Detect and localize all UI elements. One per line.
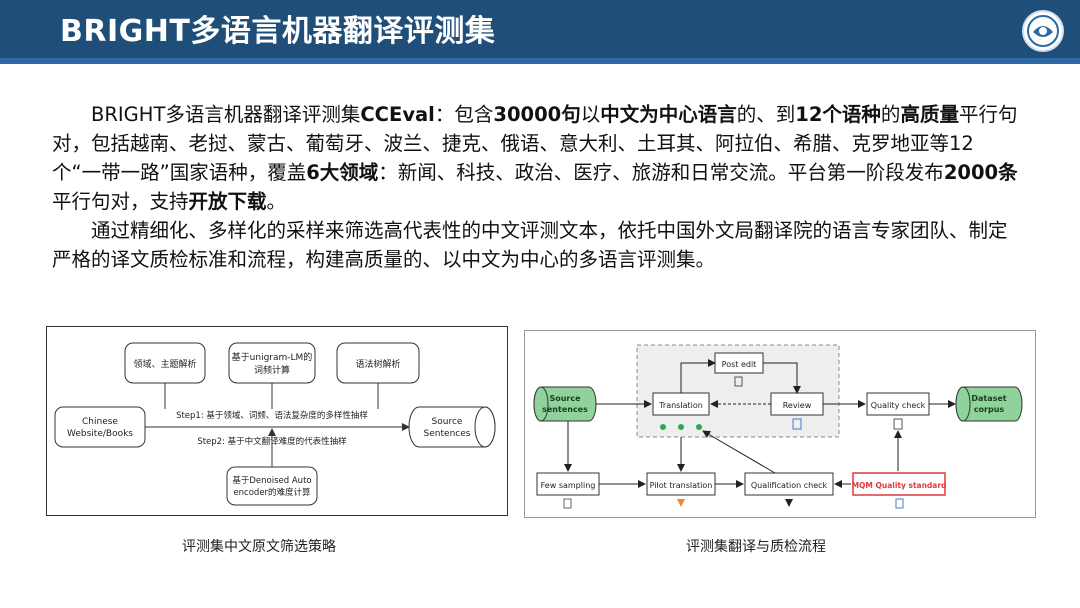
text-run: 以 — [580, 103, 601, 126]
text-run: 平行句对，支持 — [52, 190, 189, 213]
label-unigram-1: 基于unigram-LM的 — [232, 351, 313, 363]
translation-qc-diagram: Post edit Translation Review Source sent… — [524, 330, 1036, 518]
bold-run: 6大领域 — [306, 161, 379, 184]
bold-run: 开放下载 — [188, 190, 267, 213]
bold-run: CCEval — [360, 103, 435, 126]
text-run: 的、到 — [736, 103, 796, 126]
page-title: BRIGHT多语言机器翻译评测集 — [60, 14, 496, 49]
description-text: BRIGHT多语言机器翻译评测集CCEval：包含30000句以中文为中心语言的… — [52, 100, 1022, 274]
box-mqm-standard — [852, 472, 946, 496]
text-run: 平行句对，包括越南、老挝、蒙古、葡萄牙、波兰、捷克、俄语、意大利、土耳其、阿拉伯… — [52, 103, 1018, 184]
translation-qc-svg: Post edit Translation Review Source sent… — [533, 344, 1023, 509]
label-few-sampling: Few sampling — [541, 481, 596, 490]
bold-run: 高质量 — [900, 103, 959, 126]
label-domain: 领域、主题解析 — [133, 358, 196, 370]
label-translation: Translation — [658, 401, 703, 410]
checklist-icon — [893, 418, 903, 430]
label-quality-check: Quality check — [871, 401, 926, 410]
label-review: Review — [783, 401, 812, 410]
label-dataset-2: corpus — [974, 405, 1005, 414]
box-denoised — [226, 466, 318, 506]
label-dataset-1: Dataset — [971, 394, 1006, 403]
box-qualification-check — [744, 472, 834, 496]
label-syntax: 语法树解析 — [355, 358, 400, 370]
text-run: ：新闻、科技、政治、医疗、旅游和日常交流。平台第一阶段发布 — [378, 161, 944, 184]
arrow-to-review — [763, 362, 801, 394]
cylinder-cap — [474, 406, 496, 448]
title-bar-accent — [0, 58, 1080, 64]
bold-run: 30000句 — [493, 103, 581, 126]
label-source-1: Source — [549, 394, 581, 403]
caption-selection-strategy: 评测集中文原文筛选策略 — [182, 539, 336, 555]
text-run: 。 — [266, 190, 287, 213]
person-icon — [660, 424, 666, 430]
arrow-to-post-edit — [680, 359, 716, 393]
swap-arrows-icon — [677, 499, 685, 507]
document-icon — [792, 418, 802, 430]
label-mqm: MQM Quality standard — [852, 481, 947, 490]
label-unigram-2: 词频计算 — [254, 364, 290, 376]
edit-icon — [734, 376, 743, 387]
label-step1: Step1: 基于领域、词频、语法复杂度的多样性抽样 — [176, 410, 368, 421]
bold-run: 2000条 — [943, 161, 1018, 184]
label-denoised-1: 基于Denoised Auto — [232, 475, 311, 486]
caption-translation-qc: 评测集翻译与质检流程 — [686, 539, 826, 555]
label-source-2: sentences — [542, 405, 588, 414]
bold-run: 中文为中心语言 — [600, 103, 737, 126]
person-icon — [696, 424, 702, 430]
institution-logo-icon — [1022, 10, 1064, 52]
label-pilot-translation: Pilot translation — [650, 481, 713, 490]
label-qualification-check: Qualification check — [751, 481, 828, 490]
selection-strategy-diagram: 领域、主题解析 基于unigram-LM的 词频计算 语法树解析 Chinese… — [46, 326, 508, 516]
label-chinese-2: Website/Books — [67, 429, 133, 439]
cylinder-left-cap — [533, 386, 549, 422]
text-run: BRIGHT多语言机器翻译评测集 — [91, 103, 361, 126]
paragraph-method: 通过精细化、多样化的采样来筛选高代表性的中文评测文本，依托中国外文局翻译院的语言… — [52, 219, 1008, 271]
text-run: ：包含 — [434, 103, 494, 126]
selection-strategy-svg: 领域、主题解析 基于unigram-LM的 词频计算 语法树解析 Chinese… — [54, 342, 496, 506]
paragraph-overview: BRIGHT多语言机器翻译评测集CCEval：包含30000句以中文为中心语言的… — [52, 100, 1022, 216]
person-icon — [678, 424, 684, 430]
label-source-2: Sentences — [424, 429, 471, 439]
sampling-icon — [563, 498, 572, 509]
box-chinese-source — [54, 406, 146, 448]
cylinder-left-cap — [955, 386, 971, 422]
standard-doc-icon — [895, 498, 904, 509]
title-bar — [0, 0, 1080, 64]
bold-run: 12个语种 — [795, 103, 881, 126]
label-source-1: Source — [432, 417, 463, 427]
arrow-qualification-to-team — [702, 430, 776, 474]
box-unigram — [228, 342, 316, 384]
label-post-edit: Post edit — [722, 360, 757, 369]
chess-piece-icon — [785, 499, 793, 507]
label-chinese-1: Chinese — [82, 417, 118, 427]
label-denoised-2: encoder的难度计算 — [233, 487, 311, 498]
text-run: 的 — [880, 103, 901, 126]
logo-emblem-icon — [1027, 15, 1059, 47]
